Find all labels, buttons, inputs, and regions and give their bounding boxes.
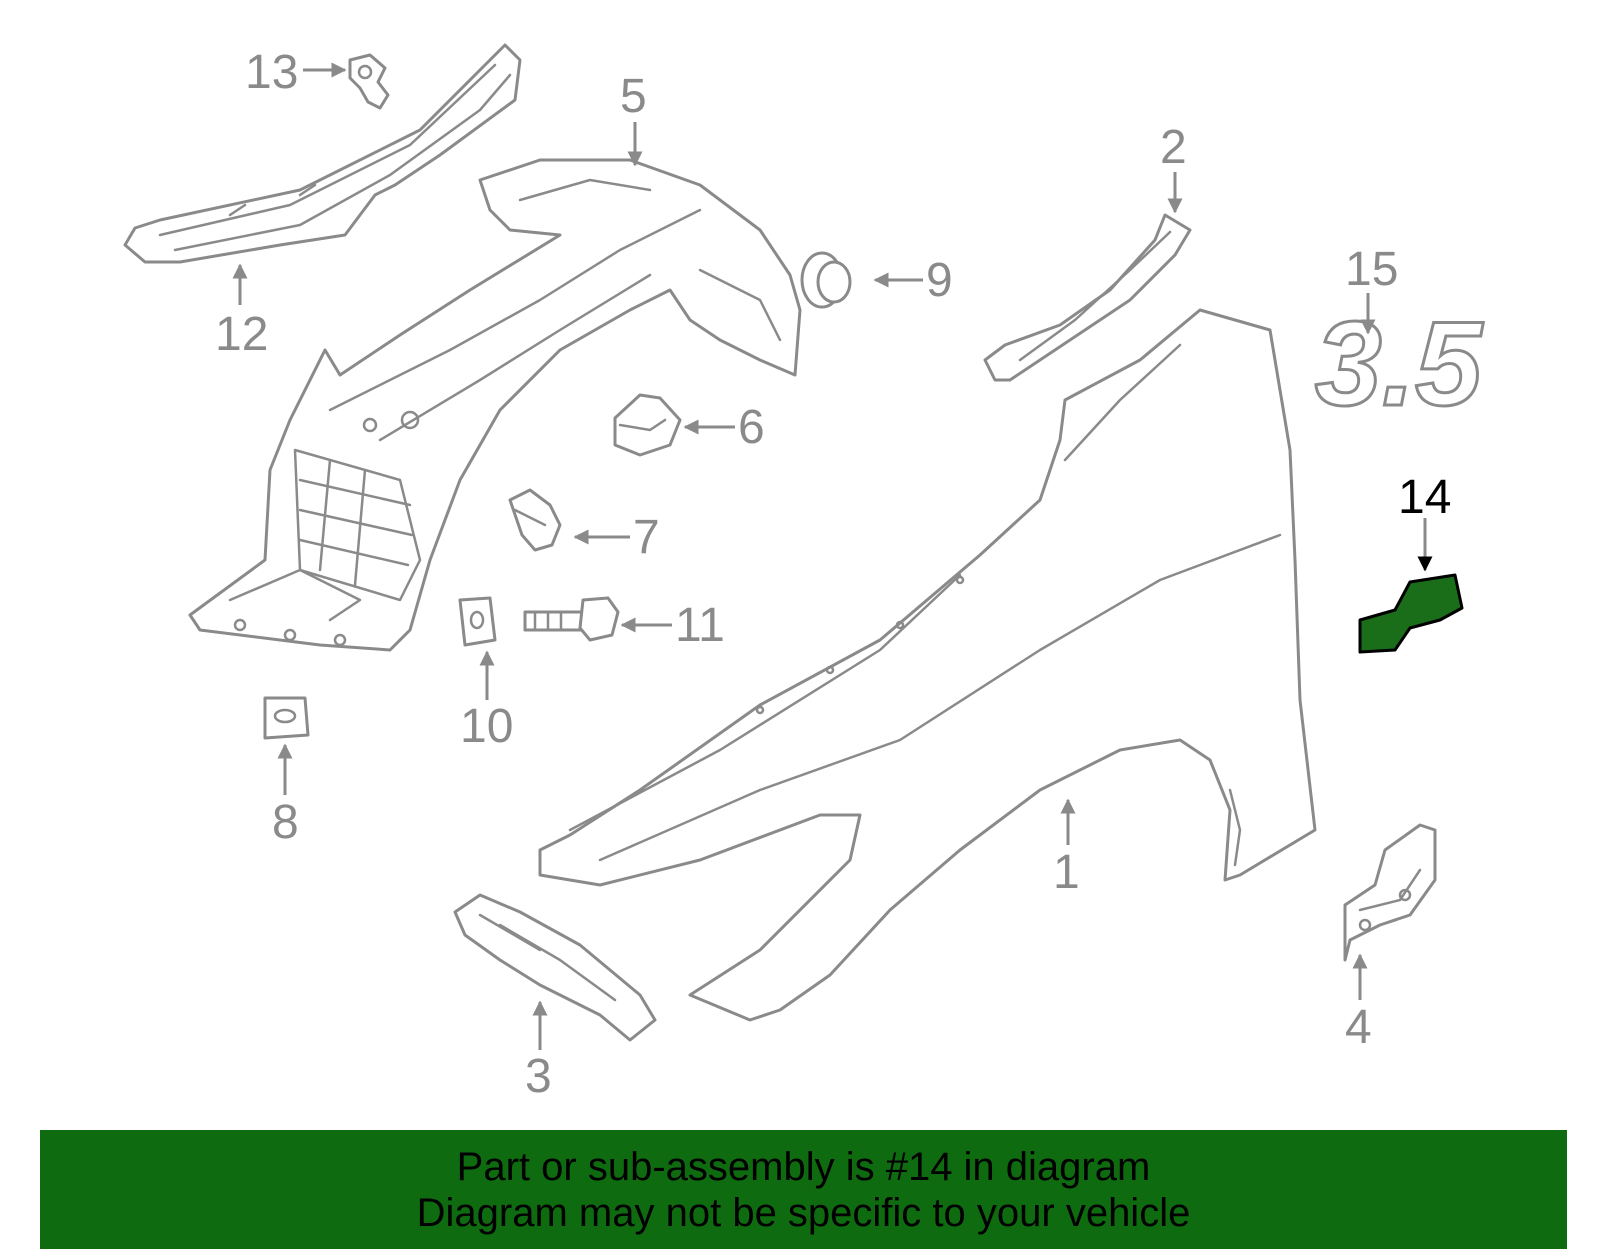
banner-line-2: Diagram may not be specific to your vehi…: [416, 1190, 1191, 1235]
part-3-bracket: [453, 893, 657, 1042]
leader-arrows: [232, 62, 1433, 1050]
callout-11: 11: [675, 599, 725, 652]
callout-5: 5: [620, 70, 647, 123]
part-12-cowl-panel: [123, 43, 522, 264]
emblem-text: 3.5: [1315, 297, 1484, 431]
parts-diagram: 3.5 1 2 3 4 5 6 7 8 9 10 11 12 13 14 15: [123, 43, 1486, 1103]
info-banner: Part or sub-assembly is #14 in diagram D…: [40, 1130, 1567, 1249]
callout-4: 4: [1345, 1001, 1372, 1054]
callout-8: 8: [272, 796, 299, 849]
callout-labels: 1 2 3 4 5 6 7 8 9 10 11 12 13 14 15: [215, 46, 1451, 1103]
part-7-push-clip: [508, 488, 562, 552]
part-14-highlighted-bracket[interactable]: [1358, 573, 1464, 654]
callout-10: 10: [460, 700, 513, 753]
part-15-emblem: 3.5: [1314, 296, 1486, 433]
banner-line-1: Part or sub-assembly is #14 in diagram: [456, 1144, 1151, 1189]
callout-15: 15: [1345, 243, 1398, 296]
part-4-hinge-bracket: [1343, 823, 1437, 962]
part-8-seal: [263, 696, 310, 740]
callout-9: 9: [926, 254, 953, 307]
part-13-clip: [348, 53, 390, 110]
part-9-grommet: [800, 251, 852, 309]
callout-12: 12: [215, 308, 268, 361]
part-10-nut-plate: [458, 596, 497, 647]
callout-7: 7: [633, 511, 660, 564]
callout-6: 6: [738, 401, 765, 454]
part-2-bracket-strip: [983, 213, 1192, 382]
callout-2: 2: [1160, 121, 1187, 174]
part-11-bolt: [523, 596, 620, 642]
part-5-fender-liner: [188, 158, 802, 652]
callout-3: 3: [525, 1050, 552, 1103]
part-6-clip: [613, 393, 682, 457]
part-1-fender: [538, 308, 1317, 1022]
callout-13: 13: [245, 46, 298, 99]
callout-1: 1: [1053, 846, 1080, 899]
callout-14: 14: [1398, 471, 1451, 524]
